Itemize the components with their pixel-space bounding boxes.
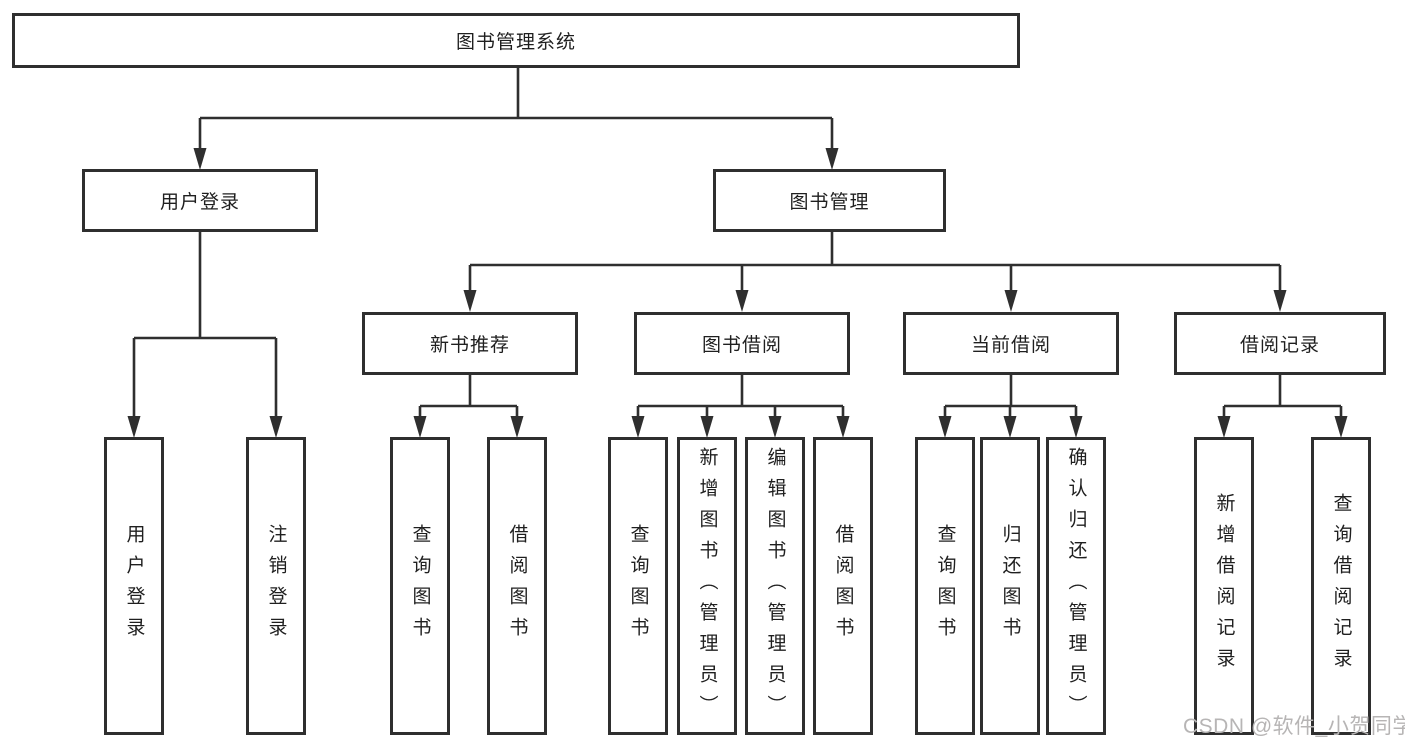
node-new-book-recommend: 新书推荐: [362, 312, 578, 375]
leaf-add-book-admin: 新增图书（管理员）: [677, 437, 737, 735]
leaf-borrow-book-label: 借阅图书: [832, 524, 854, 648]
node-root: 图书管理系统: [12, 13, 1020, 68]
node-user-login-label: 用户登录: [159, 192, 240, 213]
leaf-logout: 注销登录: [246, 437, 306, 735]
csdn-watermark: CSDN @软件_小贺同学: [1183, 715, 1405, 738]
leaf-return-book: 归还图书: [980, 437, 1040, 735]
leaf-confirm-return-admin-label: 确认归还（管理员）: [1065, 446, 1087, 726]
node-user-login: 用户登录: [82, 169, 318, 232]
node-book-borrow-label: 图书借阅: [701, 335, 782, 356]
leaf-edit-book-admin-label: 编辑图书（管理员）: [764, 446, 786, 726]
leaf-borrow-query-book-label: 查询图书: [627, 524, 649, 648]
arrowheads: [127, 148, 1348, 438]
leaf-add-borrow-record: 新增借阅记录: [1194, 437, 1254, 735]
node-borrow-record: 借阅记录: [1174, 312, 1386, 375]
node-new-book-recommend-label: 新书推荐: [429, 335, 510, 356]
leaf-add-book-admin-label: 新增图书（管理员）: [696, 446, 718, 726]
leaf-borrow-query-book: 查询图书: [608, 437, 668, 735]
node-book-management-label: 图书管理: [789, 192, 870, 213]
leaf-user-login-label: 用户登录: [123, 524, 145, 648]
connector-strokes: [132, 68, 1343, 418]
leaf-edit-book-admin: 编辑图书（管理员）: [745, 437, 805, 735]
leaf-recommend-query-book-label: 查询图书: [409, 524, 431, 648]
leaf-recommend-query-book: 查询图书: [390, 437, 450, 735]
leaf-logout-label: 注销登录: [265, 524, 287, 648]
leaf-current-query-book: 查询图书: [915, 437, 975, 735]
leaf-query-borrow-record-label: 查询借阅记录: [1330, 493, 1352, 679]
leaf-query-borrow-record: 查询借阅记录: [1311, 437, 1371, 735]
leaf-user-login: 用户登录: [104, 437, 164, 735]
node-root-label: 图书管理系统: [455, 32, 576, 53]
leaf-confirm-return-admin: 确认归还（管理员）: [1046, 437, 1106, 735]
node-book-borrow: 图书借阅: [634, 312, 850, 375]
leaf-recommend-borrow-book: 借阅图书: [487, 437, 547, 735]
node-borrow-record-label: 借阅记录: [1239, 335, 1320, 356]
leaf-recommend-borrow-book-label: 借阅图书: [506, 524, 528, 648]
node-book-management: 图书管理: [713, 169, 946, 232]
leaf-current-query-book-label: 查询图书: [934, 524, 956, 648]
leaf-add-borrow-record-label: 新增借阅记录: [1213, 493, 1235, 679]
node-current-borrow: 当前借阅: [903, 312, 1119, 375]
leaf-return-book-label: 归还图书: [999, 524, 1021, 648]
node-current-borrow-label: 当前借阅: [970, 335, 1051, 356]
leaf-borrow-book: 借阅图书: [813, 437, 873, 735]
